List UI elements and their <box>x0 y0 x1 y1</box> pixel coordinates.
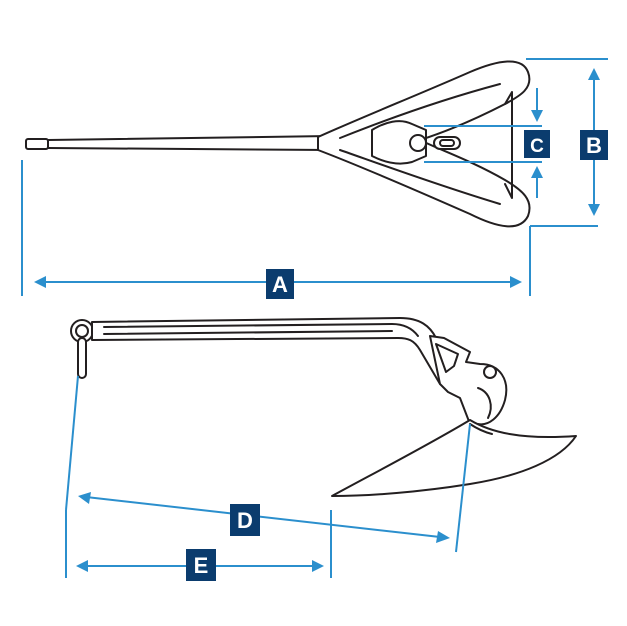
dim-d-extension-right <box>455 423 471 553</box>
hinge-pin <box>409 134 427 152</box>
fluke-inner-edge <box>339 83 501 205</box>
badge-a: A <box>266 269 294 299</box>
hinge-pivot <box>483 365 497 379</box>
dim-b-arrow-top <box>588 68 600 80</box>
badge-d: D <box>230 504 260 536</box>
fluke-blade <box>331 419 577 497</box>
shackle-pin <box>77 337 87 379</box>
dim-a-arrow-left <box>34 276 46 288</box>
fluke-rear-edge <box>504 91 513 199</box>
badge-e-box <box>186 549 216 581</box>
dim-b-arrow-bottom <box>588 204 600 216</box>
hinge-window <box>435 343 459 373</box>
badge-b-label: B <box>586 133 602 158</box>
dim-c-arrow-bottom <box>531 166 543 178</box>
dim-e-arrow-right <box>312 560 324 572</box>
crown-hinge <box>429 335 508 426</box>
crown-curve <box>477 387 492 419</box>
anchor-side-view <box>70 317 577 497</box>
shank-side-view <box>91 317 453 385</box>
badge-b-box <box>580 130 608 160</box>
badge-b: B <box>580 130 608 160</box>
shackle-slot <box>433 136 461 150</box>
fluke-blade-ridge <box>469 423 493 435</box>
badge-d-box <box>230 504 260 536</box>
shank-groove-lower <box>103 330 393 335</box>
dim-c-arrow-top <box>531 110 543 122</box>
shank-end-cap <box>25 138 49 150</box>
dim-d-arrow-right <box>436 531 450 543</box>
badge-e: E <box>186 549 216 581</box>
badge-a-label: A <box>272 272 288 297</box>
dimension-lines <box>21 58 608 578</box>
dim-d-extension-left <box>65 375 79 511</box>
dim-a-arrow-right <box>510 276 522 288</box>
badge-a-box <box>266 269 294 299</box>
badge-e-label: E <box>194 553 209 578</box>
badge-c-box <box>524 130 550 158</box>
dim-d-arrow-left <box>78 492 91 504</box>
dim-d-line <box>85 496 441 538</box>
badge-c: C <box>524 130 550 158</box>
shank-groove <box>103 323 419 337</box>
badge-d-label: D <box>237 508 253 533</box>
badge-c-label: C <box>530 136 544 157</box>
shackle-slot-inner <box>439 139 455 147</box>
shank-rod <box>47 135 331 151</box>
dim-e-arrow-left <box>76 560 88 572</box>
hinge-block <box>371 120 427 165</box>
anchor-top-view <box>25 60 531 228</box>
